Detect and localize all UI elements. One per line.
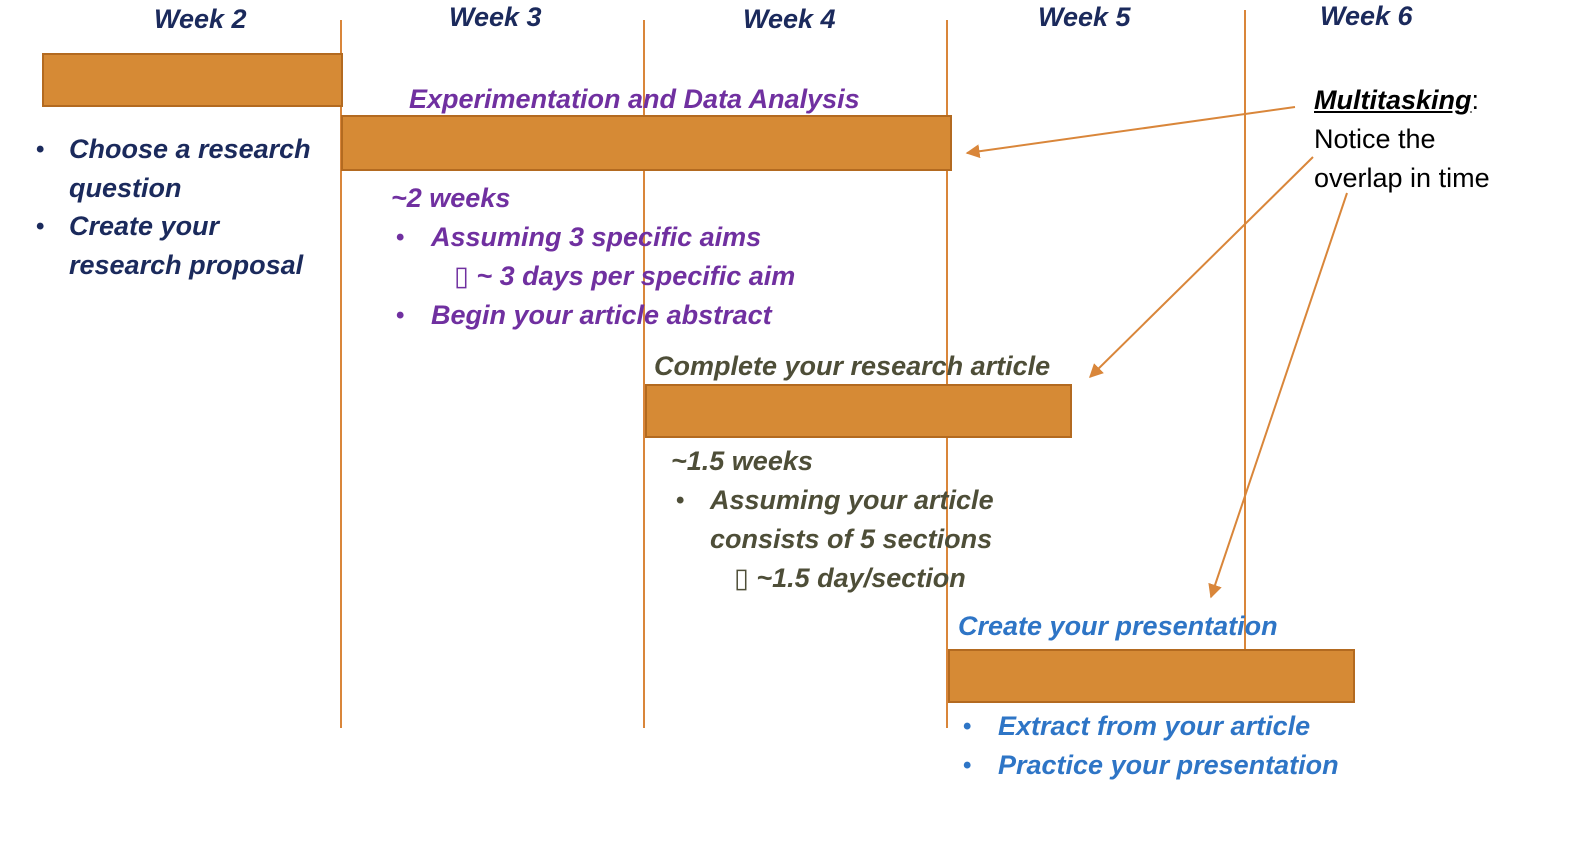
phase2-title: Experimentation and Data Analysis [409, 84, 860, 114]
phase4-bullet: Extract from your article [998, 711, 1311, 741]
phase4-title: Create your presentation [958, 611, 1278, 641]
bullet-dot: • [676, 487, 685, 514]
week-header: Week 2 [154, 4, 247, 34]
note-colon: : [1471, 85, 1480, 115]
phase4-bullet: Practice your presentation [998, 750, 1339, 780]
week-divider [340, 20, 342, 728]
phase1-bullet-line: Choose a research [69, 134, 311, 164]
bullet-dot: • [396, 302, 405, 329]
multitasking-note-line: overlap in time [1314, 163, 1490, 193]
arrow-to-article [1089, 156, 1314, 378]
phase3-bullet-line: Assuming your article [710, 485, 994, 515]
week-header: Week 5 [1038, 2, 1131, 32]
task-bar-presentation [948, 649, 1355, 703]
phase3-title: Complete your research article [654, 351, 1051, 381]
week-divider [1244, 10, 1246, 660]
week-divider [946, 20, 948, 728]
multitasking-note-heading: Multitasking: [1314, 81, 1479, 120]
phase1-bullet-line: research proposal [69, 250, 304, 280]
task-bar-experimentation [341, 115, 952, 171]
week-divider [643, 20, 645, 728]
arrow-to-experimentation [965, 106, 1296, 159]
phase2-bullet: Assuming 3 specific aims [431, 222, 762, 252]
bullet-dot: • [36, 136, 45, 163]
week-header: Week 4 [743, 4, 836, 34]
bullet-dot: • [963, 713, 972, 740]
phase2-duration: ~2 weeks [391, 183, 511, 213]
phase1-bullet-line: Create your [69, 211, 220, 241]
multitasking-note-line: Notice the [1314, 124, 1436, 154]
bullet-dot: • [36, 213, 45, 240]
phase2-sub-bullet: ▯ ~ 3 days per specific aim [454, 261, 796, 291]
task-bar-article [645, 384, 1072, 438]
phase3-duration: ~1.5 weeks [671, 446, 813, 476]
phase3-bullet-line: consists of 5 sections [710, 524, 993, 554]
multitasking-note-title: Multitasking [1314, 85, 1472, 115]
task-bar-proposal [42, 53, 343, 107]
phase3-sub-bullet: ▯ ~1.5 day/section [734, 563, 966, 593]
phase1-bullet-line: question [69, 173, 182, 203]
phase2-bullet: Begin your article abstract [431, 300, 772, 330]
arrow-to-presentation [1208, 192, 1348, 599]
week-header: Week 3 [449, 2, 542, 32]
week-header: Week 6 [1320, 1, 1413, 31]
bullet-dot: • [396, 224, 405, 251]
bullet-dot: • [963, 752, 972, 779]
